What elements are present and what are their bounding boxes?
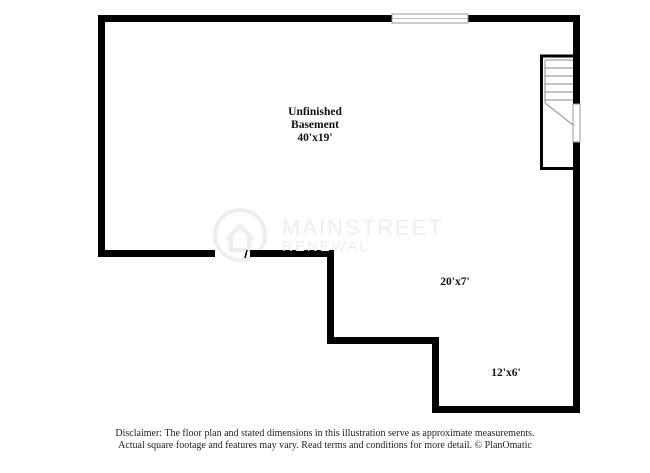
room-label-3: 12'x6'	[491, 367, 521, 379]
watermark-logo-icon	[213, 208, 267, 262]
watermark-subtext: RENEWAL	[282, 238, 370, 255]
exterior-walls	[98, 15, 580, 413]
stairs	[540, 54, 581, 170]
room-name: Unfinished	[288, 106, 342, 118]
room-label-2: 20'x7'	[440, 276, 470, 288]
room-name-2: Basement	[291, 119, 339, 131]
door-marker	[244, 249, 248, 259]
disclaimer: Disclaimer: The floor plan and stated di…	[0, 428, 650, 452]
disclaimer-line-2: Actual square footage and features may v…	[118, 440, 532, 451]
disclaimer-line-1: Disclaimer: The floor plan and stated di…	[115, 428, 535, 439]
room-size: 40'x19'	[297, 132, 333, 144]
room-label-basement: Unfinished Basement 40'x19'	[270, 106, 360, 145]
watermark-text: MAINSTREET	[282, 215, 444, 240]
